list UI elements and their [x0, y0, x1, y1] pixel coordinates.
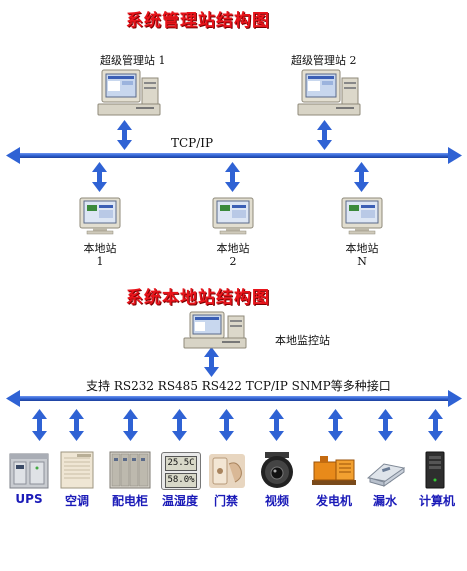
computer-tower-icon	[425, 451, 445, 489]
tcpip-network-bus	[6, 147, 462, 164]
link-arrow-aircon	[69, 409, 84, 441]
interfaces-label: 支持 RS232 RS485 RS422 TCP/IP SNMP等多种接口	[86, 379, 391, 393]
device-label-distribution: 配电柜	[111, 494, 148, 508]
monitor-icon	[212, 197, 254, 235]
link-arrow-ups	[32, 409, 47, 441]
device-label-leak: 漏水	[372, 494, 397, 508]
local-station-2-index: 2	[229, 255, 237, 268]
local-station-1-index: 1	[96, 255, 104, 268]
super-station-2-label: 超级管理站 2	[291, 54, 357, 67]
link-arrow-access	[219, 409, 234, 441]
access-control-icon	[209, 454, 245, 488]
link-arrow-monitor	[204, 347, 219, 377]
desktop-computer-icon	[97, 69, 161, 116]
device-label-generator: 发电机	[315, 494, 352, 508]
temperature-humidity-sensor-icon: 25.5C 58.0%	[161, 452, 201, 490]
monitor-icon	[79, 197, 121, 235]
link-arrow-camera	[269, 409, 284, 441]
super-station-1-label: 超级管理站 1	[100, 54, 166, 67]
device-label-aircon: 空调	[64, 494, 89, 508]
generator-icon	[312, 456, 356, 485]
link-arrow-generator	[328, 409, 343, 441]
device-label-ups: UPS	[15, 492, 43, 506]
water-leak-sensor-icon	[366, 463, 406, 487]
link-arrow-temperature	[172, 409, 187, 441]
network-label: TCP/IP	[171, 136, 214, 150]
local-station-2-name: 本地站	[216, 242, 250, 255]
device-label-temperature: 温湿度	[161, 494, 198, 508]
link-arrow-local-2	[225, 162, 240, 192]
link-arrow-local-1	[92, 162, 107, 192]
device-label-computer: 计算机	[418, 494, 455, 508]
device-label-access: 门禁	[213, 494, 238, 508]
management-title: 系统管理站结构图	[126, 11, 270, 31]
local-station-n-index: N	[357, 255, 367, 268]
humidity-reading: 58.0%	[165, 473, 197, 488]
monitor-station-label: 本地监控站	[275, 334, 330, 347]
monitor-icon	[341, 197, 383, 235]
link-arrow-computer	[428, 409, 443, 441]
desktop-computer-icon	[183, 311, 247, 349]
local-station-n-name: 本地站	[345, 242, 379, 255]
link-arrow-leak	[378, 409, 393, 441]
device-label-camera: 视频	[264, 494, 289, 508]
link-arrows	[32, 120, 443, 441]
dome-camera-icon	[261, 452, 293, 488]
local-station-1-name: 本地站	[83, 242, 117, 255]
air-conditioner-icon	[60, 451, 94, 489]
link-arrow-super-1	[117, 120, 132, 150]
link-arrow-distribution	[123, 409, 138, 441]
desktop-computer-icon	[297, 69, 361, 116]
link-arrow-local-n	[354, 162, 369, 192]
ups-cabinet-icon	[9, 453, 49, 489]
temperature-reading: 25.5C	[165, 456, 197, 471]
interface-bus	[6, 390, 462, 407]
power-distribution-cabinet-icon	[109, 451, 151, 489]
link-arrow-super-2	[317, 120, 332, 150]
local-title: 系统本地站结构图	[126, 288, 270, 308]
